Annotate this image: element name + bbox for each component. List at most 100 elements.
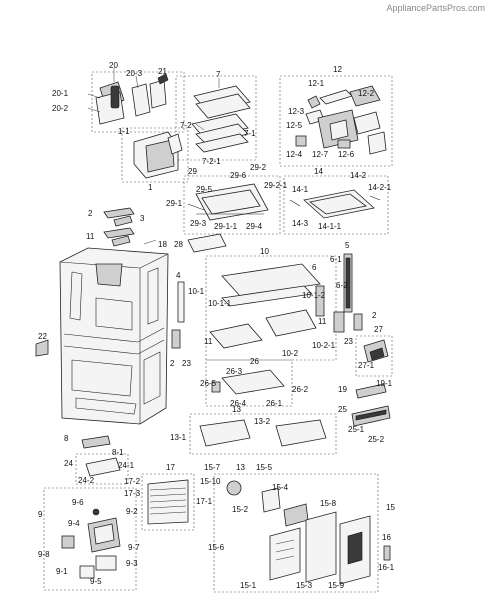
label-10: 10 xyxy=(260,247,269,256)
part-group-12 xyxy=(279,75,393,167)
label-29: 29 xyxy=(188,167,197,176)
label-25-1: 25-1 xyxy=(348,425,365,434)
label-2c: 2 xyxy=(372,311,377,320)
part-group-strips xyxy=(171,253,363,349)
label-15-2: 15-2 xyxy=(232,505,249,514)
label-12-7: 12-7 xyxy=(312,150,329,159)
label-15-8: 15-8 xyxy=(320,499,337,508)
label-24-2: 24-2 xyxy=(78,476,95,485)
label-25: 25 xyxy=(338,405,347,414)
part-group-19-25 xyxy=(351,383,391,427)
label-14-1: 14-1 xyxy=(292,185,309,194)
label-20: 20 xyxy=(109,61,118,70)
label-14-2-1: 14-2-1 xyxy=(368,183,392,192)
label-29-4: 29-4 xyxy=(246,222,263,231)
label-9-1: 9-1 xyxy=(56,567,68,576)
label-9-6: 9-6 xyxy=(72,498,84,507)
label-15-10: 15-10 xyxy=(200,477,221,486)
label-13: 13 xyxy=(232,405,241,414)
part-group-17 xyxy=(141,473,195,531)
label-15-5: 15-5 xyxy=(256,463,273,472)
label-12-4: 12-4 xyxy=(286,150,303,159)
label-10-2-1: 10-2-1 xyxy=(312,341,336,350)
label-19: 19 xyxy=(338,385,347,394)
part-group-20 xyxy=(87,68,185,133)
label-11a: 11 xyxy=(86,232,95,241)
label-18: 18 xyxy=(158,240,167,249)
label-15-6: 15-6 xyxy=(208,543,225,552)
label-29-2-1: 29-2-1 xyxy=(264,181,288,190)
label-10-1: 10-1 xyxy=(188,287,205,296)
label-10-1-1: 10-1-1 xyxy=(208,299,232,308)
label-19-1: 19-1 xyxy=(376,379,393,388)
label-28: 28 xyxy=(174,240,183,249)
label-9-3: 9-3 xyxy=(126,559,138,568)
label-7-2-1: 7-2-1 xyxy=(202,157,221,166)
label-7-2: 7-2 xyxy=(180,121,192,130)
label-4: 4 xyxy=(176,271,181,280)
label-10-1-2: 10-1-2 xyxy=(302,291,326,300)
label-29-1: 29-1 xyxy=(166,199,183,208)
label-7: 7 xyxy=(216,70,221,79)
label-25-2: 25-2 xyxy=(368,435,385,444)
label-9-4: 9-4 xyxy=(68,519,80,528)
part-group-14 xyxy=(283,175,389,235)
label-9-5: 9-5 xyxy=(90,577,102,586)
label-14-3: 14-3 xyxy=(292,219,309,228)
part-group-15 xyxy=(213,473,379,593)
label-14-2: 14-2 xyxy=(350,171,367,180)
label-17-2: 17-2 xyxy=(124,477,141,486)
label-12-6: 12-6 xyxy=(338,150,355,159)
part-group-8-24 xyxy=(75,435,129,485)
part-group-26 xyxy=(205,359,293,407)
label-16: 16 xyxy=(382,533,391,542)
label-2b: 2 xyxy=(170,359,175,368)
label-29-3: 29-3 xyxy=(190,219,207,228)
label-29-6: 29-6 xyxy=(230,171,247,180)
watermark: AppliancePartsPros.com xyxy=(386,3,485,13)
part-group-small-left xyxy=(103,207,227,253)
label-20-2: 20-2 xyxy=(52,104,69,113)
label-7-1: 7-1 xyxy=(244,129,256,138)
label-26-1: 26-1 xyxy=(266,399,283,408)
label-9: 9 xyxy=(38,510,43,519)
label-29-5: 29-5 xyxy=(196,185,213,194)
part-group-16 xyxy=(383,545,391,561)
label-26-2: 26-2 xyxy=(292,385,309,394)
part-group-1 xyxy=(121,127,189,183)
label-12-2: 12-2 xyxy=(358,89,375,98)
label-1: 1 xyxy=(148,183,153,192)
label-2a: 2 xyxy=(88,209,93,218)
label-15-4: 15-4 xyxy=(272,483,289,492)
part-group-29 xyxy=(183,175,281,235)
label-29-1-1: 29-1-1 xyxy=(214,222,238,231)
label-13b: 13 xyxy=(236,463,245,472)
part-group-9 xyxy=(43,487,137,591)
label-9-8: 9-8 xyxy=(38,550,50,559)
label-16-1: 16-1 xyxy=(378,563,395,572)
part-group-22 xyxy=(35,339,49,357)
part-group-13 xyxy=(189,413,337,455)
label-8: 8 xyxy=(64,434,69,443)
label-29-2: 29-2 xyxy=(250,163,267,172)
label-24: 24 xyxy=(64,459,73,468)
label-26-3: 26-3 xyxy=(226,367,243,376)
part-group-10 xyxy=(205,255,345,361)
label-9-2: 9-2 xyxy=(126,507,138,516)
label-21: 21 xyxy=(158,67,167,76)
label-26-5: 26-5 xyxy=(200,379,217,388)
label-24-1: 24-1 xyxy=(118,461,135,470)
label-15-1: 15-1 xyxy=(240,581,257,590)
label-15-3: 15-3 xyxy=(296,581,313,590)
label-6-2: 6-2 xyxy=(336,281,348,290)
label-9-7: 9-7 xyxy=(128,543,140,552)
label-12-5: 12-5 xyxy=(286,121,303,130)
label-17-3: 17-3 xyxy=(124,489,141,498)
part-labels: 20 20-1 20-2 20-3 21 7 7-2 7-1 7-2-1 12 … xyxy=(38,61,395,590)
label-27: 27 xyxy=(374,325,383,334)
label-13-1: 13-1 xyxy=(170,433,187,442)
label-23b: 23 xyxy=(344,337,353,346)
label-11b: 11 xyxy=(204,337,213,346)
label-22: 22 xyxy=(38,332,47,341)
label-23a: 23 xyxy=(182,359,191,368)
